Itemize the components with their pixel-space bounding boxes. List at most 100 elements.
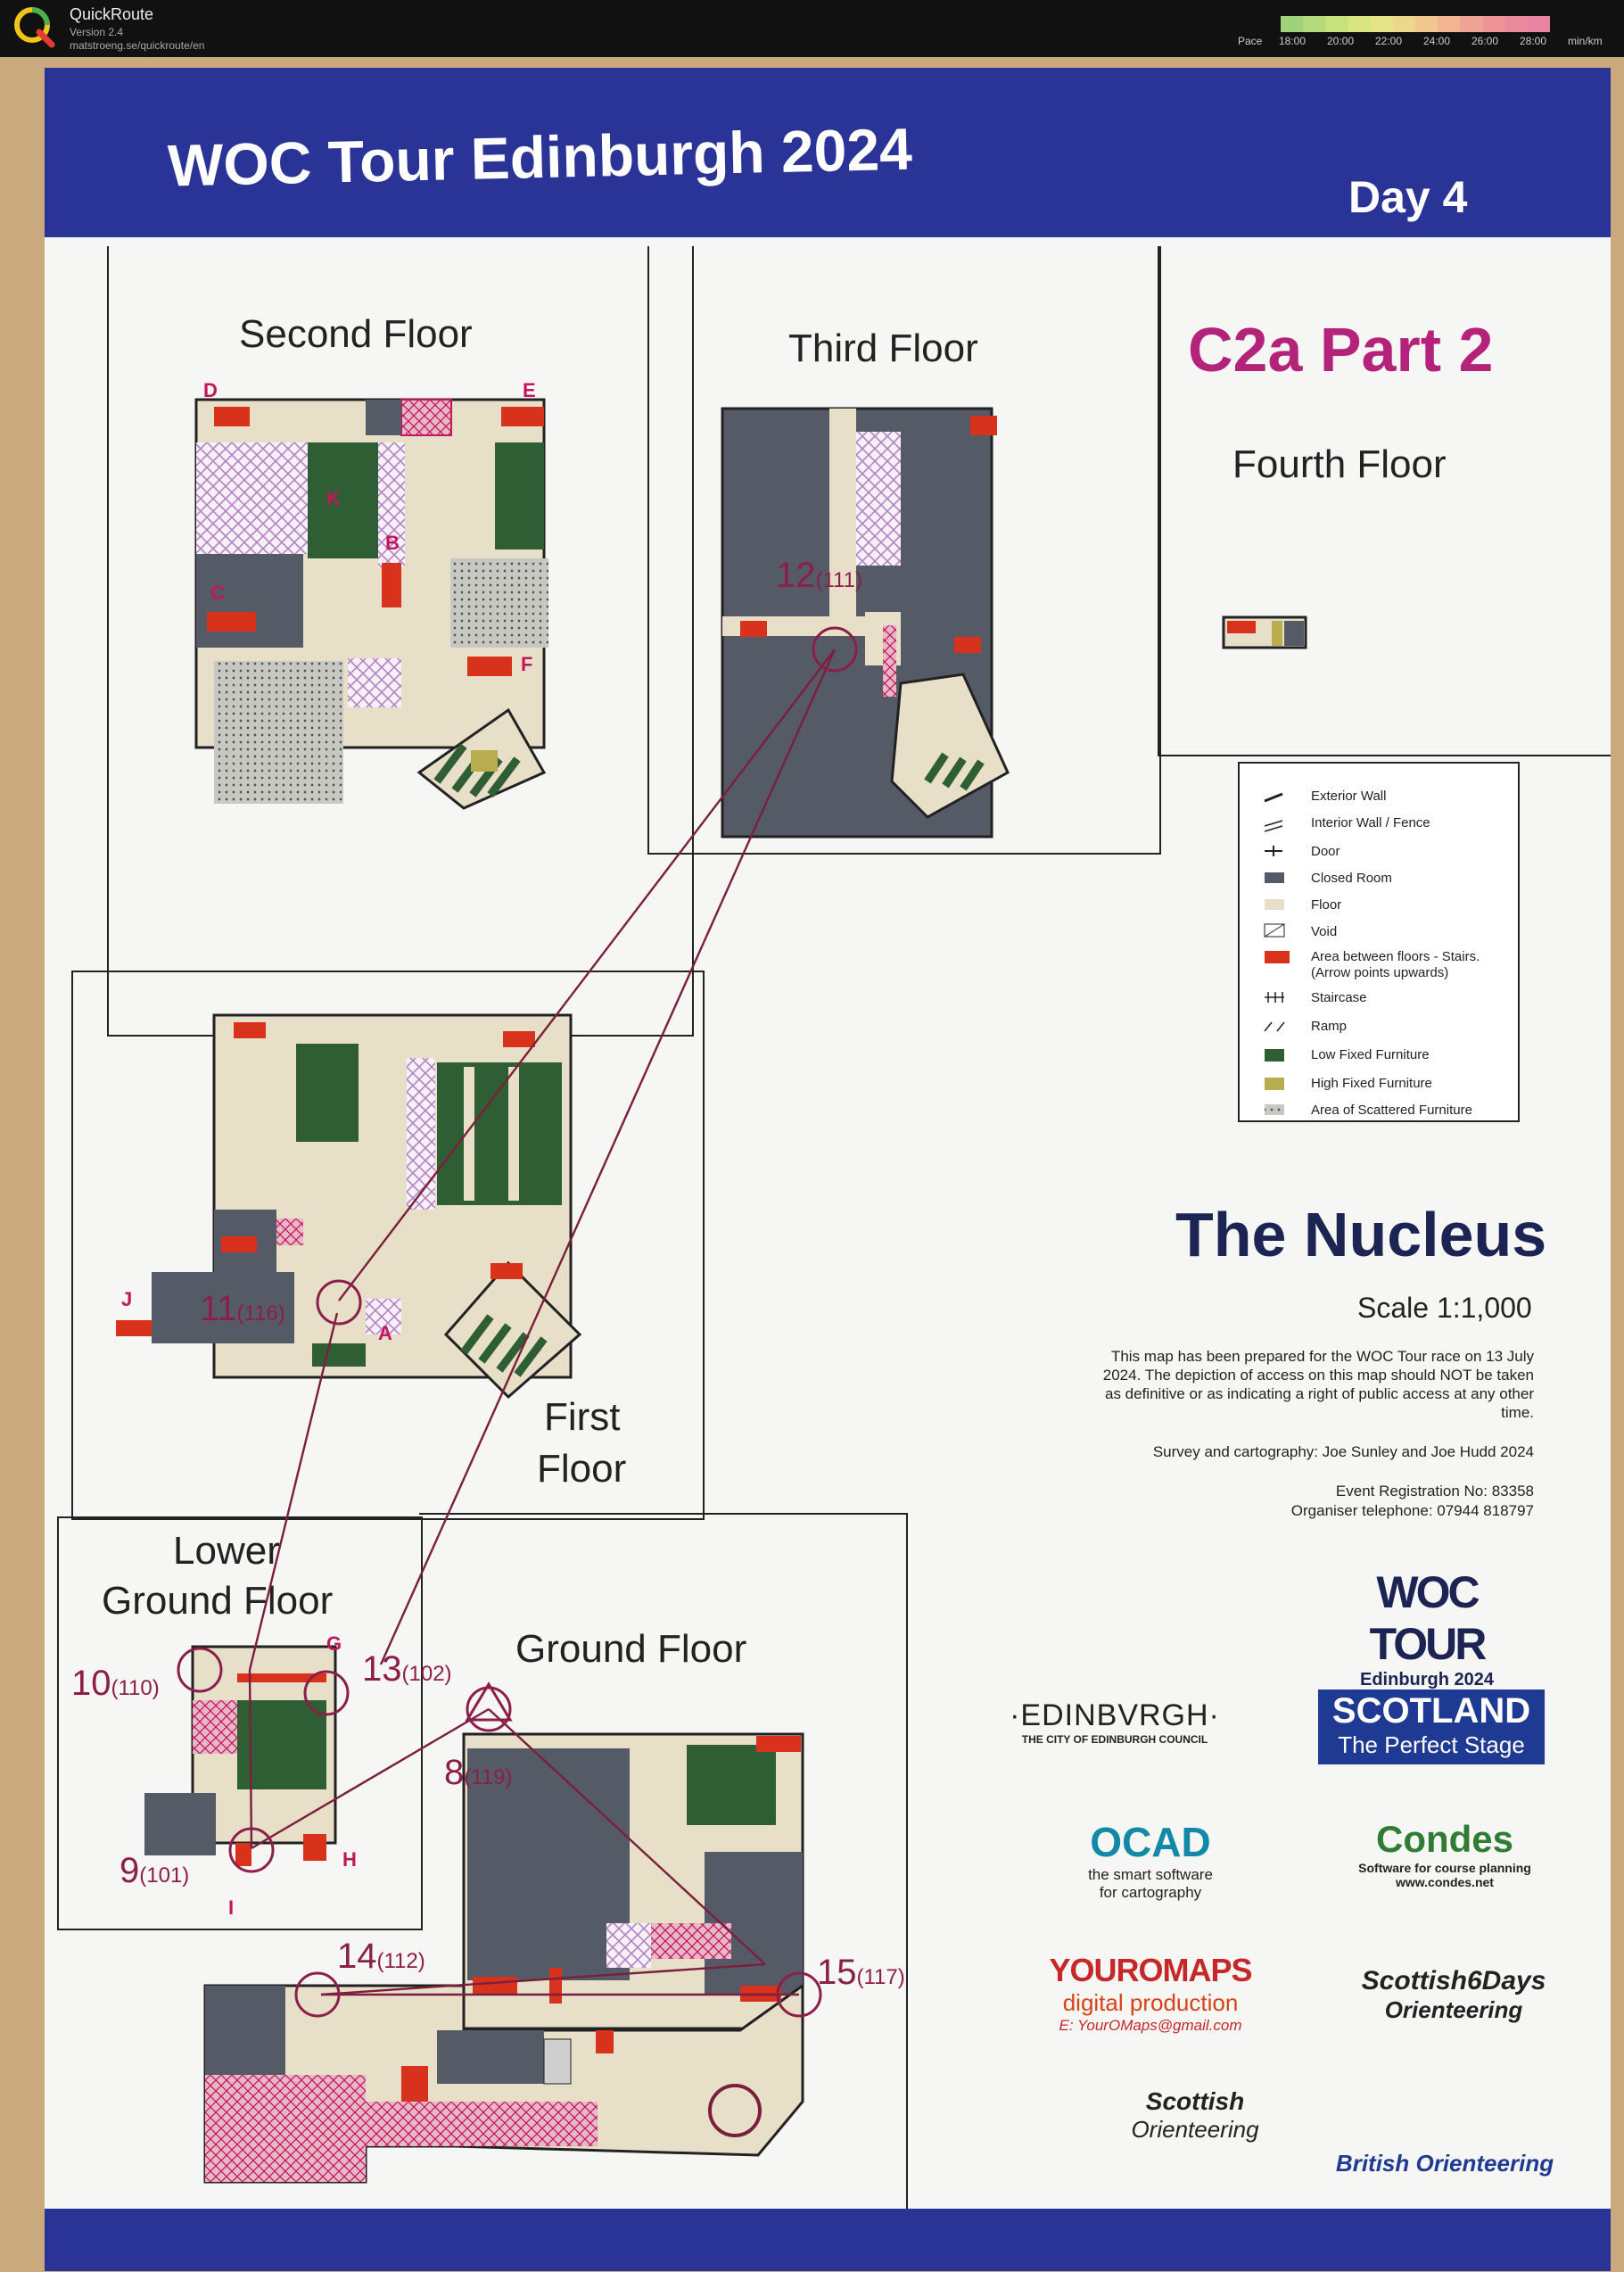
stair-letter: H <box>342 1848 357 1871</box>
pace-swatch <box>1348 16 1371 32</box>
stair-letter: I <box>228 1896 234 1919</box>
lower-ground-panel <box>57 1516 423 1930</box>
pace-tick: 22:00 <box>1375 35 1403 47</box>
pace-tick: 24:00 <box>1423 35 1451 47</box>
third-floor-panel <box>647 246 1161 855</box>
scottish-6-days-logo: Scottish6Days Orienteering <box>1338 1966 1570 2024</box>
quickroute-logo-icon <box>14 7 55 48</box>
pace-swatch <box>1438 16 1461 32</box>
first-floor-panel <box>71 971 705 1520</box>
youromaps-wordmark: YOUROMAPS <box>1049 1952 1252 1988</box>
third-floor-plan <box>721 407 1010 839</box>
stair-letters: D E C B K F J A G H I <box>121 379 536 1919</box>
legend-low-furniture: Low Fixed Furniture <box>1311 1047 1430 1062</box>
woc-tour-wordmark: WOC TOUR <box>1369 1567 1488 1669</box>
course-route <box>248 649 837 1996</box>
control-13: 13(102) <box>362 1649 452 1689</box>
pace-swatch <box>1281 16 1304 32</box>
british-orienteering-logo: British Orienteering <box>1329 2150 1561 2177</box>
pace-swatch <box>1460 16 1483 32</box>
condes-sub2: www.condes.net <box>1396 1875 1494 1889</box>
so-wordmark: Scottish <box>1145 2087 1245 2115</box>
legend-stairs-note: (Arrow points upwards) <box>1311 965 1449 980</box>
organiser-telephone: Organiser telephone: 07944 818797 <box>1290 1502 1534 1519</box>
lower-ground-label-line2: Ground Floor <box>102 1579 334 1623</box>
pace-swatch <box>1504 16 1528 32</box>
s6d-sub: Orienteering <box>1384 1996 1523 2023</box>
first-floor-label-line1: First <box>544 1395 621 1439</box>
scottish-orienteering-logo: Scottish Orienteering <box>1097 2087 1293 2144</box>
fourth-floor-label: Fourth Floor <box>1232 442 1447 486</box>
legend-stairs: Area between floors - Stairs. <box>1311 949 1480 964</box>
course-name: C2a Part 2 <box>1188 315 1494 384</box>
control-10: 10(110) <box>71 1664 160 1703</box>
youromaps-sub: digital production <box>1062 1989 1239 2016</box>
woc-tour-sub: Edinburgh 2024 <box>1359 1670 1495 1690</box>
stair-letter: J <box>121 1288 132 1310</box>
app-name: QuickRoute <box>70 5 154 23</box>
control-numbers: 8(119) 9(101) 10(110) 11(116) 12(111) 13… <box>71 556 905 1992</box>
pace-swatch <box>1527 16 1551 32</box>
scotland-logo: SCOTLAND The Perfect Stage <box>1318 1690 1545 1764</box>
survey-credit: Survey and cartography: Joe Sunley and J… <box>1152 1443 1534 1460</box>
scotland-sub: The Perfect Stage <box>1338 1731 1525 1758</box>
floor-plans: D E C B K F J A G H I <box>71 379 1307 2184</box>
fourth-floor-panel <box>1158 246 1611 756</box>
registration-number: Event Registration No: 83358 <box>1335 1483 1534 1500</box>
second-floor-label: Second Floor <box>239 312 473 356</box>
ground-floor-plan <box>203 1732 804 2184</box>
legend-scattered-furniture: Area of Scattered Furniture <box>1311 1103 1472 1118</box>
ground-floor-panel <box>419 1513 908 2210</box>
map-scale: Scale 1:1,000 <box>1357 1292 1532 1324</box>
app-header: QuickRoute Version 2.4 matstroeng.se/qui… <box>0 0 1624 57</box>
condes-sub1: Software for course planning <box>1358 1861 1531 1875</box>
ocad-sub1: the smart software <box>1088 1866 1213 1883</box>
edinburgh-sub: THE CITY OF EDINBURGH COUNCIL <box>1021 1733 1208 1746</box>
pace-label: Pace <box>1238 35 1263 47</box>
stair-letter: E <box>523 379 536 401</box>
pace-tick: 18:00 <box>1279 35 1307 47</box>
pace-swatch <box>1325 16 1348 32</box>
control-8: 8(119) <box>444 1753 513 1792</box>
orienteering-map-sheet[interactable]: WOC Tour Edinburgh 2024 Day 4 Second Flo… <box>45 68 1611 2271</box>
legend-symbols <box>1264 792 1290 1115</box>
edinburgh-wordmark: ·EDINBVRGH· <box>1010 1698 1220 1732</box>
woc-tour-logo: WOC TOUR Edinburgh 2024 <box>1320 1566 1534 1690</box>
control-14: 14(112) <box>337 1937 425 1976</box>
bo-wordmark: British Orienteering <box>1335 2150 1554 2177</box>
legend-ramp: Ramp <box>1311 1019 1348 1034</box>
control-9: 9(101) <box>120 1851 189 1890</box>
control-circles <box>177 626 858 2018</box>
so-sub: Orienteering <box>1131 2116 1259 2143</box>
scotland-wordmark: SCOTLAND <box>1331 1691 1531 1731</box>
map-bottom-band <box>45 2209 1611 2271</box>
pace-tick: 28:00 <box>1520 35 1547 47</box>
legend-exterior-wall: Exterior Wall <box>1311 789 1387 804</box>
stair-letter: B <box>385 532 400 554</box>
venue-name: The Nucleus <box>1175 1200 1547 1269</box>
pace-swatch <box>1303 16 1326 32</box>
first-floor-label-line2: Floor <box>537 1447 627 1491</box>
app-url[interactable]: matstroeng.se/quickroute/en <box>70 39 205 52</box>
app-version: Version 2.4 <box>70 26 124 38</box>
pace-swatch <box>1415 16 1439 32</box>
day-label: Day 4 <box>1348 172 1468 222</box>
second-floor-plan <box>194 398 548 810</box>
pace-color-scale <box>1281 16 1551 32</box>
legend-door: Door <box>1311 844 1340 859</box>
stair-letter: F <box>521 653 532 675</box>
pace-swatch <box>1392 16 1416 32</box>
condes-wordmark: Condes <box>1375 1818 1513 1860</box>
map-legend: Exterior Wall Interior Wall / Fence Door… <box>1238 762 1520 1122</box>
control-15: 15(117) <box>817 1953 905 1992</box>
control-12: 12(111) <box>776 556 862 595</box>
lower-ground-label-line1: Lower <box>173 1529 280 1573</box>
control-11: 11(116) <box>200 1289 285 1328</box>
pace-unit: min/km <box>1568 35 1603 47</box>
stair-letter: D <box>203 379 218 401</box>
legend-high-furniture: High Fixed Furniture <box>1311 1076 1432 1091</box>
youromaps-logo: YOUROMAPS digital production E: YourOMap… <box>1035 1952 1266 2035</box>
pace-ticks: 18:00 20:00 22:00 24:00 26:00 28:00 <box>1266 35 1579 49</box>
legend-floor: Floor <box>1311 897 1342 913</box>
stair-letter: G <box>326 1632 342 1655</box>
